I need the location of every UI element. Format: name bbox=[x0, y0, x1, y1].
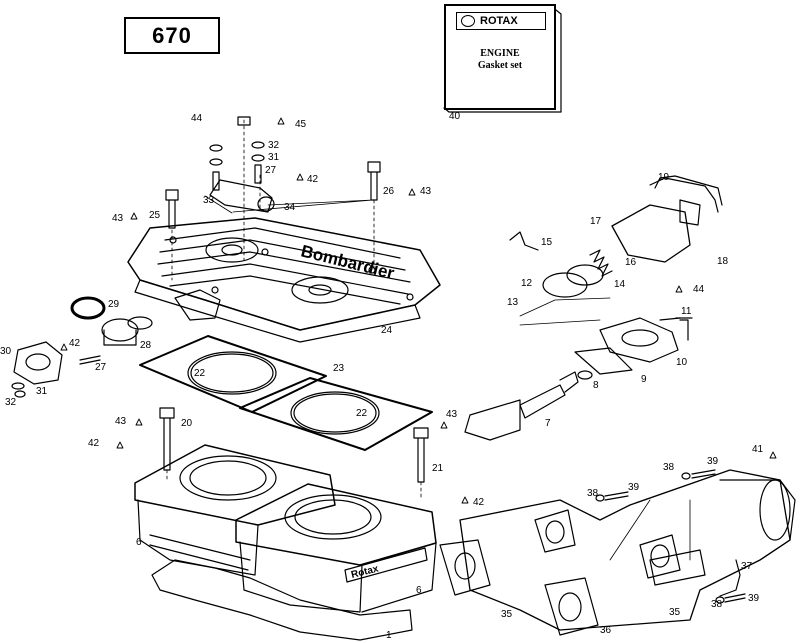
cylinder-brand-text: Rotax bbox=[350, 563, 380, 581]
callout-45: 45 bbox=[295, 119, 307, 130]
rave-valve-housing-17 bbox=[611, 177, 719, 263]
callout-18: 18 bbox=[717, 256, 729, 267]
callout-26: 26 bbox=[383, 186, 395, 197]
callout-35b: 35 bbox=[669, 607, 681, 618]
callout-1: 1 bbox=[386, 630, 392, 641]
callout-31b: 31 bbox=[36, 386, 48, 397]
housing-10 bbox=[599, 317, 679, 363]
o-ring-29 bbox=[70, 296, 106, 320]
callout-13: 13 bbox=[507, 297, 519, 308]
thermostat-cover-30 bbox=[13, 341, 63, 385]
callout-31: 31 bbox=[268, 152, 280, 163]
callout-21: 21 bbox=[432, 463, 444, 474]
callout-19: 19 bbox=[658, 172, 670, 183]
callout-33: 33 bbox=[203, 195, 215, 206]
callout-6b: 6 bbox=[416, 585, 422, 596]
model-number-box: 670 bbox=[124, 17, 220, 54]
callout-22b: 22 bbox=[356, 408, 368, 419]
callout-16: 16 bbox=[625, 257, 637, 268]
callout-23: 23 bbox=[333, 363, 345, 374]
callout-42b: 42 bbox=[69, 338, 81, 349]
callout-14: 14 bbox=[614, 279, 626, 290]
callout-12: 12 bbox=[521, 278, 533, 289]
callout-39a: 39 bbox=[707, 456, 719, 467]
callout-37: 37 bbox=[741, 561, 753, 572]
assembly-lines bbox=[166, 119, 422, 501]
head-gasket-left bbox=[139, 335, 327, 413]
callout-20: 20 bbox=[181, 418, 193, 429]
leader-lines bbox=[204, 195, 691, 561]
booklet-subtitle: Gasket set bbox=[477, 60, 523, 71]
callout-32: 32 bbox=[268, 140, 280, 151]
callout-7: 7 bbox=[545, 418, 551, 429]
callout-43c: 43 bbox=[115, 416, 127, 427]
screw-11 bbox=[675, 317, 693, 341]
callout-43b: 43 bbox=[112, 213, 124, 224]
callout-34: 34 bbox=[284, 202, 296, 213]
callout-11: 11 bbox=[681, 306, 692, 317]
callout-42d: 42 bbox=[473, 497, 485, 508]
callout-30: 30 bbox=[0, 346, 12, 357]
callout-42c: 42 bbox=[88, 438, 100, 449]
callout-24: 24 bbox=[381, 325, 393, 336]
bellows-14 bbox=[542, 264, 604, 298]
callout-40: 40 bbox=[449, 111, 461, 122]
booklet-title: ENGINE bbox=[480, 48, 520, 59]
clip-15 bbox=[509, 231, 539, 251]
callout-28: 28 bbox=[140, 340, 152, 351]
callout-39c: 39 bbox=[748, 593, 760, 604]
sealant-drop-icons bbox=[60, 117, 777, 504]
intake-port bbox=[174, 289, 221, 321]
callout-32b: 32 bbox=[5, 397, 17, 408]
head-gasket-right bbox=[239, 377, 433, 451]
callout-35a: 35 bbox=[501, 609, 513, 620]
base-gasket bbox=[151, 559, 413, 641]
callout-42: 42 bbox=[307, 174, 319, 185]
booklet-brand-text: ROTAX bbox=[480, 15, 518, 27]
seal-8 bbox=[577, 370, 593, 380]
callout-44b: 44 bbox=[693, 284, 705, 295]
callout-22a: 22 bbox=[194, 368, 206, 379]
booklet-shadow bbox=[443, 9, 562, 113]
callout-29: 29 bbox=[108, 299, 120, 310]
nuts-washers bbox=[11, 116, 746, 604]
callout-9: 9 bbox=[641, 374, 647, 385]
exhaust-gaskets bbox=[439, 509, 681, 636]
callout-27b: 27 bbox=[95, 362, 107, 373]
spring-37 bbox=[719, 559, 741, 597]
callout-43d: 43 bbox=[446, 409, 458, 420]
callout-38a: 38 bbox=[663, 462, 675, 473]
cylinder-right: Rotax bbox=[235, 483, 437, 613]
callout-36: 36 bbox=[600, 625, 612, 636]
callout-38b: 38 bbox=[587, 488, 599, 499]
callout-44: 44 bbox=[191, 113, 203, 124]
gasket-set-booklet: ROTAX ENGINE Gasket set bbox=[444, 4, 556, 110]
valve-7 bbox=[464, 371, 579, 441]
cylinder-left bbox=[134, 444, 336, 576]
callout-43: 43 bbox=[420, 186, 432, 197]
cylinder-head: Bombardier bbox=[127, 217, 441, 343]
callout-8: 8 bbox=[593, 380, 599, 391]
rotax-logo-icon bbox=[461, 15, 475, 27]
water-outlet-34 bbox=[209, 179, 275, 213]
callout-17: 17 bbox=[590, 216, 602, 227]
callout-6a: 6 bbox=[136, 537, 142, 548]
callout-10: 10 bbox=[676, 357, 688, 368]
gasket-9 bbox=[574, 347, 633, 375]
thermostat-28 bbox=[101, 316, 153, 346]
callout-41: 41 bbox=[752, 444, 764, 455]
spring-16 bbox=[589, 249, 613, 277]
callout-39b: 39 bbox=[628, 482, 640, 493]
exhaust-manifold bbox=[459, 469, 796, 631]
callout-25: 25 bbox=[149, 210, 161, 221]
booklet-brand: ROTAX bbox=[456, 12, 546, 30]
spring-clip-19 bbox=[654, 175, 723, 206]
callout-15: 15 bbox=[541, 237, 553, 248]
callout-27: 27 bbox=[265, 165, 277, 176]
callout-38c: 38 bbox=[711, 599, 723, 610]
